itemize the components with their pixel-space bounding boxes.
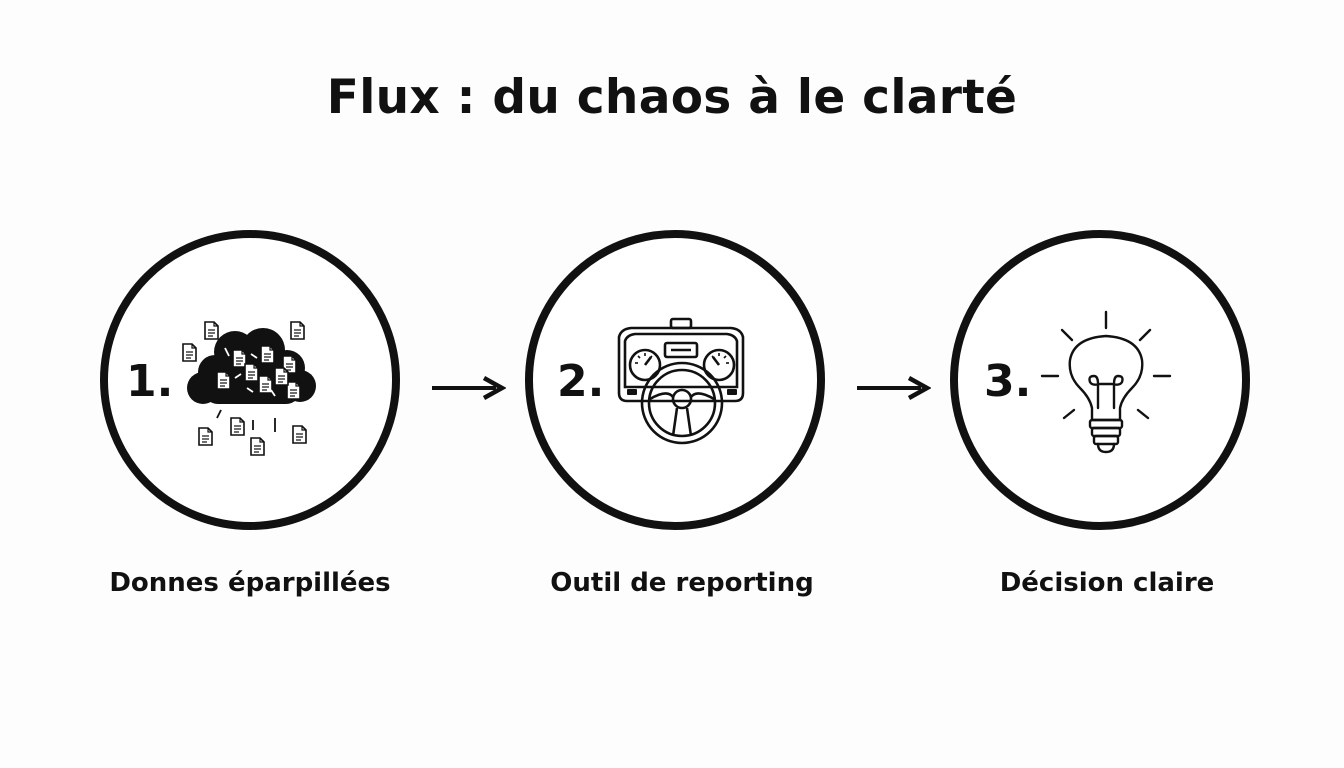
step-number: 1. — [126, 356, 174, 407]
step-circle — [950, 230, 1250, 530]
step-1: 1. — [100, 230, 400, 530]
step-number: 3. — [984, 356, 1032, 407]
page-title: Flux : du chaos à le clarté — [326, 70, 1018, 125]
step-3-label: Décision claire — [999, 568, 1215, 598]
arrow-right-icon — [857, 376, 931, 400]
step-circle — [525, 230, 825, 530]
lightbulb-icon — [1040, 310, 1172, 454]
step-circle — [100, 230, 400, 530]
step-1-label: Donnes éparpillées — [109, 568, 391, 598]
step-2: 2. — [525, 230, 825, 530]
step-2-label: Outil de reporting — [550, 568, 814, 598]
step-number: 2. — [557, 356, 605, 407]
step-3: 3. — [950, 230, 1250, 530]
dashboard-steering-wheel-icon — [617, 317, 745, 445]
scattered-data-cloud-icon — [182, 321, 316, 456]
arrow-right-icon — [432, 376, 506, 400]
